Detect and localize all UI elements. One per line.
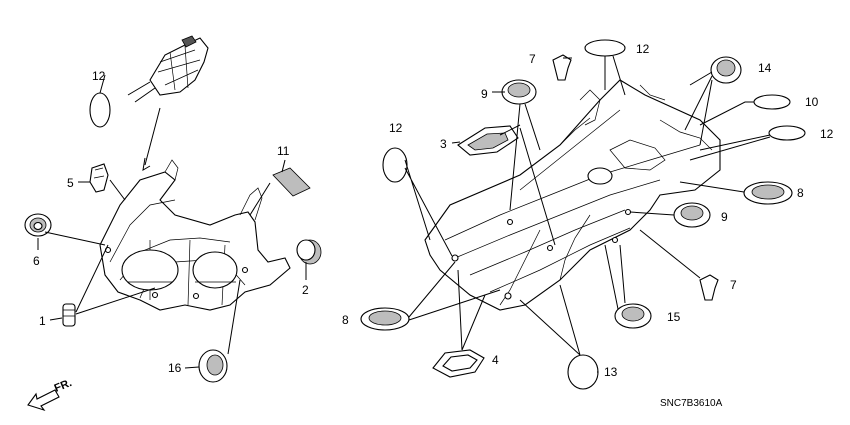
direction-label: FR. — [53, 377, 74, 395]
part-8-grommet-right — [743, 181, 793, 205]
part-8-grommet-left — [360, 307, 410, 331]
callout-12-left: 12 — [92, 69, 106, 83]
front-body-structure — [24, 35, 322, 383]
part-7-clip-right — [699, 274, 719, 301]
part-7-clip-top — [552, 54, 572, 81]
front-direction-arrow: FR. — [27, 377, 74, 412]
diagram-code: SNC7B3610A — [660, 398, 723, 409]
part-15-grommet — [614, 303, 652, 329]
callout-1: 1 — [39, 314, 46, 328]
callout-8-right: 8 — [797, 186, 804, 200]
floor-pan-structure — [424, 79, 721, 311]
upper-harness-part — [127, 35, 209, 103]
callout-12-top: 12 — [636, 42, 650, 56]
part-10-seal — [753, 94, 791, 110]
callout-3: 3 — [440, 137, 447, 151]
callout-16: 16 — [168, 361, 182, 375]
part-9-grommet-top — [501, 79, 537, 105]
callout-14: 14 — [758, 61, 772, 75]
callout-12-mid: 12 — [389, 121, 403, 135]
callout-7-right: 7 — [730, 278, 737, 292]
part-5-clip — [89, 163, 109, 193]
callout-4: 4 — [492, 353, 499, 367]
part-9-grommet-right — [673, 202, 711, 228]
callout-labels: 12 11 5 6 2 1 16 7 12 14 9 10 12 12 3 8 … — [33, 42, 834, 379]
callout-6: 6 — [33, 254, 40, 268]
callout-2: 2 — [302, 283, 309, 297]
part-11-tape — [272, 167, 311, 197]
part-16-grommet — [198, 349, 228, 383]
part-1-cap — [62, 303, 76, 327]
part-12-seal-left — [89, 92, 111, 128]
front-frame — [99, 159, 291, 311]
part-13-seal — [567, 354, 599, 390]
callout-10: 10 — [805, 95, 819, 109]
callout-7-top: 7 — [529, 52, 536, 66]
callout-9-right: 9 — [721, 210, 728, 224]
part-6-grommet — [24, 213, 52, 237]
part-2-plug — [296, 239, 322, 265]
callout-5: 5 — [67, 176, 74, 190]
part-14-grommet — [710, 56, 742, 84]
callout-15: 15 — [667, 310, 681, 324]
callout-12-right: 12 — [820, 127, 834, 141]
callout-13: 13 — [604, 365, 618, 379]
part-4-pad — [432, 349, 485, 378]
part-12-seal-right — [768, 125, 806, 141]
part-12-seal-top — [584, 39, 626, 57]
callout-8-left: 8 — [342, 313, 349, 327]
callout-11: 11 — [277, 144, 290, 158]
callout-9-top: 9 — [481, 87, 488, 101]
part-12-seal-left-floor — [382, 147, 408, 183]
